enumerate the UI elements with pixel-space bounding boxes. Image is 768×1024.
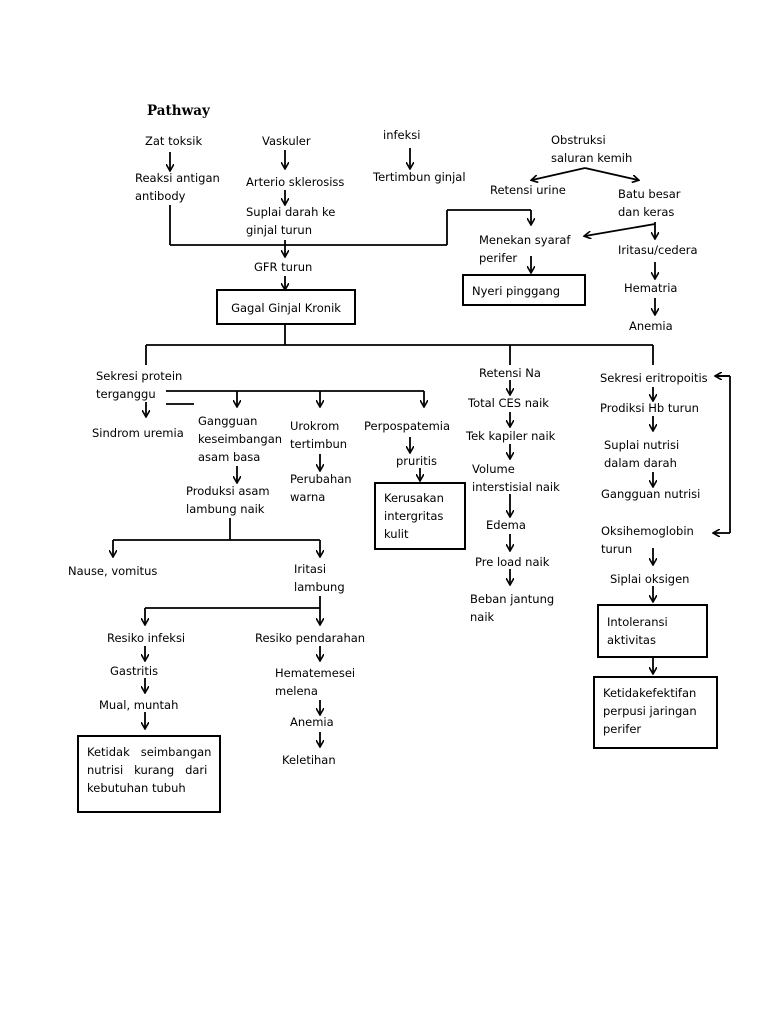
node-intoleransi-aktivitas: Intoleransi aktivitas	[597, 604, 708, 658]
node-total-ces: Total CES naik	[468, 396, 549, 410]
node-anemia-mid: Anemia	[290, 715, 334, 729]
node-pruritis: pruritis	[396, 454, 437, 468]
node-suplai-darah: Suplai darah ke ginjal turun	[246, 205, 336, 237]
node-resiko-infeksi: Resiko infeksi	[107, 631, 186, 645]
node-perubahan-warna: Perubahan warna	[290, 472, 352, 504]
node-hematria: Hematria	[624, 281, 678, 295]
node-mual-muntah: Mual, muntah	[99, 698, 179, 712]
node-vaskuler: Vaskuler	[262, 134, 311, 148]
node-sekresi-eritropoitis: Sekresi eritropoitis	[600, 371, 708, 385]
node-gagal-ginjal-kronik: Gagal Ginjal Kronik	[216, 289, 356, 325]
node-retensi-na: Retensi Na	[479, 366, 541, 380]
node-arterio: Arterio sklerosiss	[246, 175, 345, 189]
node-oksihemoglobin: Oksihemoglobin turun	[601, 524, 694, 556]
node-nause: Nause, vomitus	[68, 564, 158, 578]
arrow	[584, 167, 638, 180]
node-infeksi: infeksi	[383, 128, 421, 142]
node-urokrom: Urokrom tertimbun	[290, 419, 348, 451]
node-prodiksi-hb: Prodiksi Hb turun	[600, 401, 699, 415]
node-produksi-asam: Produksi asam lambung naik	[186, 484, 270, 516]
node-suplai-nutrisi: Suplai nutrisi dalam darah	[604, 438, 680, 470]
node-retensi-urine: Retensi urine	[490, 183, 566, 197]
node-menekan-syaraf: Menekan syaraf perifer	[479, 233, 571, 265]
node-ketidak-seimbangan: Ketidak seimbangan nutrisi kurang dari k…	[77, 735, 221, 813]
page-title: Pathway	[147, 103, 210, 119]
node-anemia-top: Anemia	[629, 319, 673, 333]
node-sekresi-protein: Sekresi protein terganggu	[96, 369, 183, 401]
node-tertimbun-ginjal: Tertimbun ginjal	[373, 170, 466, 184]
arrow	[532, 167, 586, 180]
arrow	[585, 223, 656, 236]
node-zat-toksik: Zat toksik	[145, 134, 203, 148]
node-volume-interstisial: Volume interstisial naik	[472, 462, 560, 494]
node-siplai-oksigen: Siplai oksigen	[610, 572, 690, 586]
node-beban-jantung: Beban jantung naik	[470, 592, 555, 624]
node-hematemesei: Hematemesei melena	[275, 666, 356, 698]
node-pre-load: Pre load naik	[475, 555, 550, 569]
node-tek-kapiler: Tek kapiler naik	[466, 429, 556, 443]
node-gastritis: Gastritis	[110, 664, 159, 678]
node-keletihan: Keletihan	[282, 753, 336, 767]
node-gangguan-asam: Gangguan keseimbangan asam basa	[198, 414, 283, 464]
node-gfr-turun: GFR turun	[254, 260, 313, 274]
node-reaksi-antigen: Reaksi antigan antibody	[135, 171, 220, 203]
node-ketidakefektifan-perpusi: Ketidakefektifan perpusi jaringan perife…	[593, 676, 718, 749]
node-iritasu: Iritasu/cedera	[618, 243, 698, 257]
node-iritasi-lambung: Iritasi lambung	[294, 562, 345, 594]
node-perpospatemia: Perpospatemia	[364, 419, 451, 433]
node-resiko-pendarahan: Resiko pendarahan	[255, 631, 366, 645]
node-edema: Edema	[486, 518, 526, 532]
node-nyeri-pinggang: Nyeri pinggang	[462, 274, 586, 306]
node-sindrom-uremia: Sindrom uremia	[92, 426, 184, 440]
node-gangguan-nutrisi: Gangguan nutrisi	[601, 487, 701, 501]
node-obstruksi: Obstruksi saluran kemih	[551, 133, 633, 165]
node-kerusakan-integritas: Kerusakan intergritas kulit	[374, 482, 466, 550]
node-batu-besar: Batu besar dan keras	[618, 187, 681, 219]
